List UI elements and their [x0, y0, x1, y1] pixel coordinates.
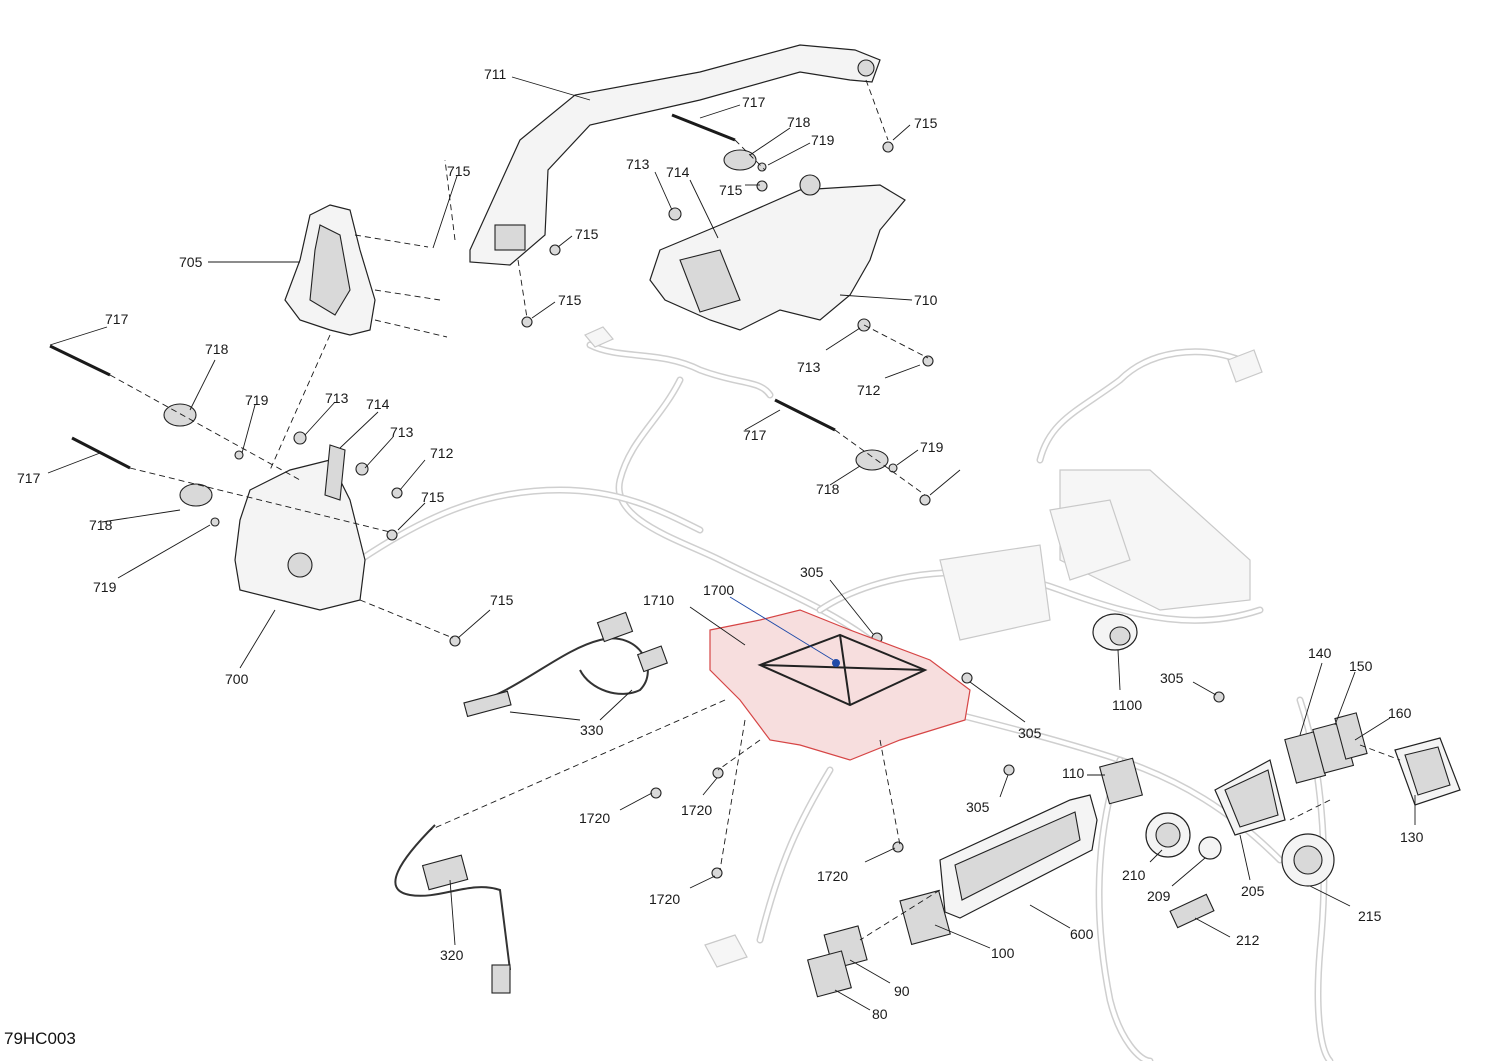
- alignment-lines: [109, 79, 1401, 941]
- callout-714: 714: [666, 164, 690, 180]
- callout-710: 710: [914, 292, 938, 308]
- power-socket-1100: [1092, 613, 1138, 651]
- headlamp-710: [649, 174, 906, 331]
- callout-715: 715: [421, 489, 445, 505]
- callout-714: 714: [366, 396, 390, 412]
- callout-160: 160: [1388, 705, 1412, 721]
- callout-305: 305: [1160, 670, 1184, 686]
- callout-205: 205: [1241, 883, 1265, 899]
- callout-717: 717: [17, 470, 41, 486]
- headlamp-700: [234, 444, 366, 611]
- callout-717: 717: [742, 94, 766, 110]
- callout-713: 713: [626, 156, 650, 172]
- connectors-100-90-80: [806, 889, 951, 998]
- callout-305: 305: [966, 799, 990, 815]
- module-bracket-1710: [709, 609, 971, 761]
- callout-1700: 1700: [703, 582, 734, 598]
- callout-150: 150: [1349, 658, 1373, 674]
- callout-712: 712: [430, 445, 454, 461]
- callout-212: 212: [1236, 932, 1260, 948]
- callout-705: 705: [179, 254, 203, 270]
- callout-305: 305: [800, 564, 824, 580]
- callout-719: 719: [245, 392, 269, 408]
- leader-lines: [47, 76, 1416, 1011]
- callout-210: 210: [1122, 867, 1146, 883]
- callout-713: 713: [325, 390, 349, 406]
- callout-600: 600: [1070, 926, 1094, 942]
- callout-100: 100: [991, 945, 1015, 961]
- callout-715: 715: [447, 163, 471, 179]
- drawing-code: 79HC003: [4, 1029, 76, 1048]
- callout-1100: 1100: [1112, 697, 1142, 713]
- callout-1720: 1720: [649, 891, 680, 907]
- callout-718: 718: [787, 114, 811, 130]
- callout-719: 719: [811, 132, 835, 148]
- callout-labels: 711 717 718 719 715 715 713 714 715 715 …: [17, 66, 1424, 1022]
- sensor-330: [463, 611, 668, 718]
- callout-110: 110: [1062, 765, 1085, 781]
- callout-711: 711: [484, 66, 507, 82]
- callout-130: 130: [1400, 829, 1424, 845]
- callout-717: 717: [743, 427, 767, 443]
- callout-715: 715: [490, 592, 514, 608]
- callout-713: 713: [797, 359, 821, 375]
- callout-1720: 1720: [579, 810, 610, 826]
- hardware: [49, 113, 1225, 879]
- callout-719: 719: [920, 439, 944, 455]
- callout-715: 715: [914, 115, 938, 131]
- switches-200: [1145, 759, 1335, 929]
- callout-718: 718: [89, 517, 113, 533]
- display-600: [939, 794, 1098, 919]
- callout-140: 140: [1308, 645, 1332, 661]
- callout-209: 209: [1147, 888, 1171, 904]
- callout-1720: 1720: [681, 802, 712, 818]
- callout-215: 215: [1358, 908, 1382, 924]
- callout-715: 715: [558, 292, 582, 308]
- callout-712: 712: [857, 382, 881, 398]
- callout-1720: 1720: [817, 868, 848, 884]
- callout-715: 715: [719, 182, 743, 198]
- lamp-705: [284, 204, 376, 336]
- callout-718: 718: [816, 481, 840, 497]
- callout-305: 305: [1018, 725, 1042, 741]
- callout-715: 715: [575, 226, 599, 242]
- sensor-320: [394, 824, 511, 994]
- bracket-711: [469, 44, 881, 266]
- callout-713: 713: [390, 424, 414, 440]
- callout-90: 90: [894, 983, 910, 999]
- switch-block-100s: [1098, 712, 1461, 806]
- callout-717: 717: [105, 311, 129, 327]
- callout-719: 719: [93, 579, 117, 595]
- callout-330: 330: [580, 722, 604, 738]
- callout-700: 700: [225, 671, 249, 687]
- wiring-harness-ghost: [356, 326, 1334, 1061]
- callout-80: 80: [872, 1006, 888, 1022]
- callout-1710: 1710: [643, 592, 674, 608]
- callout-320: 320: [440, 947, 464, 963]
- callout-718: 718: [205, 341, 229, 357]
